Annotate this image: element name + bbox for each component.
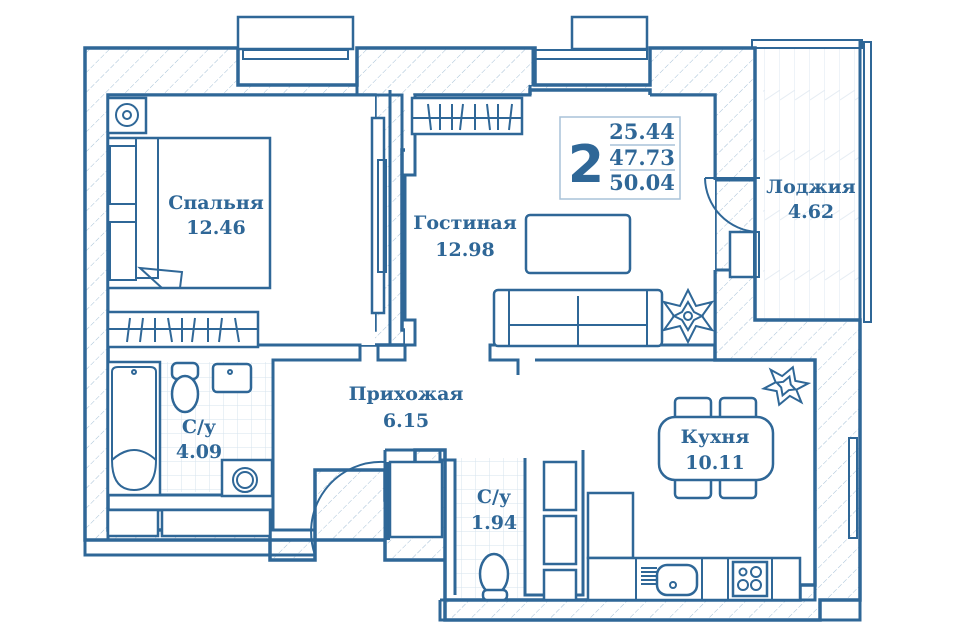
room-name-hallway: Прихожая — [349, 383, 464, 405]
room-area-bathroom-small: 1.94 — [471, 512, 517, 534]
windows — [236, 15, 872, 539]
room-area-bedroom: 12.46 — [186, 217, 246, 239]
bed-icon — [106, 136, 272, 290]
room-name-bathroom-main: С/у — [182, 416, 216, 438]
plant-icon — [760, 365, 812, 407]
sink-icon — [211, 362, 253, 394]
room-name-bedroom: Спальня — [168, 192, 264, 214]
wardrobe-icon — [106, 310, 260, 349]
stove-icon — [731, 560, 769, 598]
toilet-icon — [170, 361, 200, 414]
washing-machine-icon — [220, 458, 274, 498]
door-icon — [704, 177, 760, 233]
wardrobe-icon — [410, 96, 524, 136]
room-name-kitchen: Кухня — [681, 426, 750, 448]
total-area-value: 47.73 — [609, 145, 675, 170]
fridge-icon — [586, 491, 635, 560]
area-summary: 2 25.44 47.73 50.04 — [559, 116, 681, 200]
cabinet-icon — [106, 508, 160, 538]
plant-icon — [661, 287, 715, 345]
living-furniture — [370, 96, 760, 348]
bedroom-furniture — [106, 96, 272, 349]
toilet-icon — [478, 552, 510, 602]
window-icon — [534, 15, 649, 60]
bathroom-fixtures — [106, 360, 274, 538]
shelf-icon — [542, 514, 578, 566]
loggia-floor — [763, 48, 860, 318]
dining-table-icon — [657, 396, 775, 500]
living-area-value: 25.44 — [609, 119, 675, 144]
window-icon — [751, 39, 872, 323]
kitchen-furniture — [542, 365, 812, 602]
shelf-icon — [542, 568, 578, 602]
window-icon — [848, 437, 858, 539]
small-bathroom-fixtures — [478, 552, 510, 602]
rooms-count: 2 — [568, 135, 604, 195]
room-name-bathroom-small: С/у — [477, 486, 511, 508]
wardrobe-icon — [388, 460, 444, 539]
kitchen-sink-icon — [641, 563, 699, 597]
room-area-living: 12.98 — [435, 239, 495, 261]
rug-icon — [524, 213, 632, 275]
total-with-loggia-value: 50.04 — [609, 170, 675, 195]
room-area-hallway: 6.15 — [383, 410, 429, 432]
radiator-icon — [728, 230, 757, 279]
window-icon — [236, 15, 355, 60]
cabinet-icon — [160, 508, 272, 538]
room-area-kitchen: 10.11 — [685, 452, 745, 474]
ventilation-icon — [115, 103, 139, 127]
sofa-icon — [492, 288, 664, 348]
room-name-living: Гостиная — [413, 212, 516, 234]
room-area-loggia: 4.62 — [788, 201, 834, 223]
bathtub-icon — [106, 360, 162, 497]
room-labels: Спальня 12.46 Гостиная 12.98 Лоджия 4.62… — [168, 176, 856, 534]
shelf-icon — [542, 460, 578, 512]
room-name-loggia: Лоджия — [766, 176, 855, 198]
room-area-bathroom-main: 4.09 — [176, 441, 222, 463]
hallway-items — [310, 460, 444, 556]
wardrobe-icon — [370, 116, 387, 315]
door-icon — [310, 460, 386, 556]
